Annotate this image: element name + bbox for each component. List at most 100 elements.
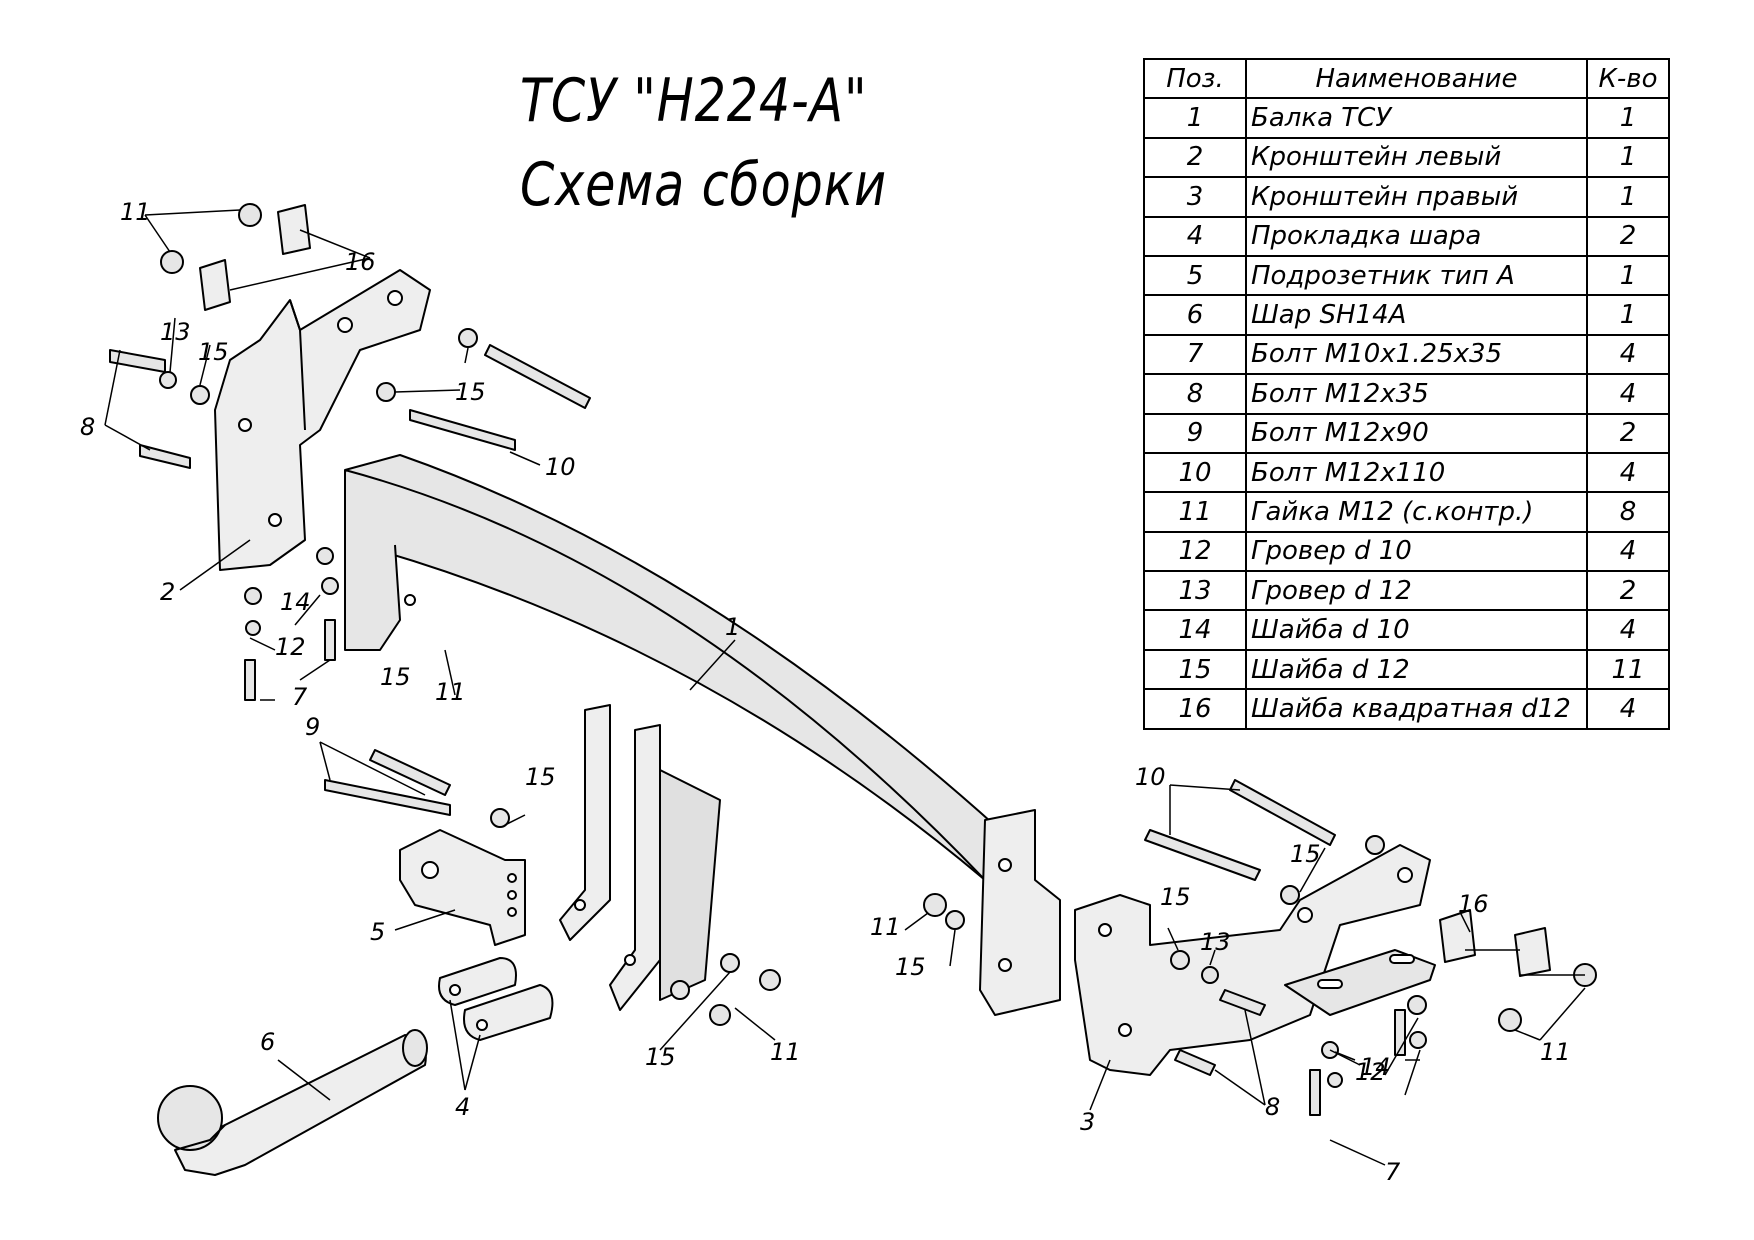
cell-pos: 16: [1143, 688, 1247, 730]
callout-15d: 15: [525, 763, 556, 791]
callout-11a: 11: [120, 198, 151, 226]
cell-pos: 6: [1143, 294, 1247, 336]
cell-pos: 12: [1143, 530, 1247, 573]
cell-pos: 8: [1143, 373, 1247, 415]
cell-qty: 4: [1586, 451, 1670, 494]
cell-pos: 9: [1143, 412, 1247, 454]
callout-15b: 15: [455, 378, 486, 406]
cell-qty: 8: [1586, 491, 1670, 533]
callout-4: 4: [455, 1093, 470, 1121]
cell-pos: 13: [1143, 570, 1247, 612]
cell-name: Кронштейн правый: [1245, 176, 1588, 218]
callout-13b: 13: [1200, 928, 1231, 956]
callout-3: 3: [1080, 1108, 1095, 1136]
part-ball-plates: [438, 957, 554, 1041]
part-socket-bracket: [399, 829, 526, 946]
cell-pos: 7: [1143, 333, 1247, 376]
callout-1: 1: [725, 613, 740, 641]
cell-pos: 11: [1143, 491, 1247, 533]
callout-15a: 15: [198, 338, 229, 366]
cell-pos: 14: [1143, 609, 1247, 651]
callout-6: 6: [260, 1028, 275, 1056]
diagram-title: ТСУ "Н224-А": [520, 66, 868, 136]
callout-8a: 8: [80, 413, 95, 441]
callout-7a: 7: [292, 683, 308, 711]
cell-pos: 2: [1143, 136, 1247, 179]
header-name: Наименование: [1245, 57, 1588, 100]
callout-16a: 16: [345, 248, 376, 276]
cell-name: Гровер d 10: [1245, 530, 1588, 573]
cell-qty: 4: [1586, 688, 1670, 730]
callout-9: 9: [305, 713, 320, 741]
cell-qty: 2: [1586, 412, 1670, 454]
callout-16b: 16: [1458, 890, 1489, 918]
callout-15e: 15: [895, 953, 926, 981]
cell-qty: 1: [1586, 254, 1670, 297]
header-pos: Поз.: [1143, 57, 1247, 100]
callout-11c: 11: [870, 913, 901, 941]
callout-11e: 11: [1540, 1038, 1571, 1066]
callout-8b: 8: [1265, 1093, 1280, 1121]
cell-name: Болт М12х35: [1245, 373, 1588, 415]
diagram-subtitle: Схема сборки: [520, 150, 887, 220]
callouts: 1 2 3 4 5 6 7 7 8 8 9 10 10 11 11 11 11 …: [80, 198, 1571, 1186]
callout-7b: 7: [1385, 1158, 1401, 1186]
cell-name: Болт М12х110: [1245, 451, 1588, 494]
part-nuts-washers: [159, 203, 1597, 1088]
cell-pos: 10: [1143, 451, 1247, 494]
callout-10b: 10: [1135, 763, 1166, 791]
cell-name: Шар SH14A: [1245, 294, 1588, 336]
callout-15f: 15: [645, 1043, 676, 1071]
callout-15h: 15: [1160, 883, 1191, 911]
callout-13a: 13: [160, 318, 191, 346]
cell-pos: 5: [1143, 254, 1247, 297]
cell-qty: 4: [1586, 609, 1670, 651]
cell-pos: 4: [1143, 215, 1247, 257]
part-bolts: [109, 344, 1406, 1116]
cell-qty: 1: [1586, 97, 1670, 139]
cell-name: Шайба квадратная d12: [1245, 688, 1588, 730]
parts-table-header: Поз. Наименование К-во: [1143, 57, 1670, 100]
callout-5: 5: [370, 918, 385, 946]
cell-name: Болт М10х1.25х35: [1245, 333, 1588, 376]
header-qty: К-во: [1586, 57, 1670, 100]
cell-qty: 4: [1586, 373, 1670, 415]
cell-name: Балка ТСУ: [1245, 97, 1588, 139]
callout-14b: 14: [1360, 1053, 1391, 1081]
cell-pos: 1: [1143, 97, 1247, 139]
part-beam: [344, 454, 1061, 1016]
leader-lines: [104, 209, 1586, 1166]
callout-15c: 15: [380, 663, 411, 691]
cell-pos: 15: [1143, 648, 1247, 691]
part-right-bracket: [1074, 844, 1436, 1076]
cell-name: Подрозетник тип А: [1245, 254, 1588, 297]
cell-qty: 4: [1586, 333, 1670, 376]
cell-name: Гровер d 12: [1245, 570, 1588, 612]
callout-11b: 11: [435, 678, 466, 706]
cell-qty: 4: [1586, 530, 1670, 573]
cell-qty: 11: [1586, 648, 1670, 691]
cell-name: Шайба d 12: [1245, 648, 1588, 691]
cell-qty: 1: [1586, 136, 1670, 179]
callout-2: 2: [160, 578, 175, 606]
callout-14a: 14: [280, 588, 311, 616]
cell-qty: 2: [1586, 570, 1670, 612]
part-left-bracket: [214, 269, 431, 571]
